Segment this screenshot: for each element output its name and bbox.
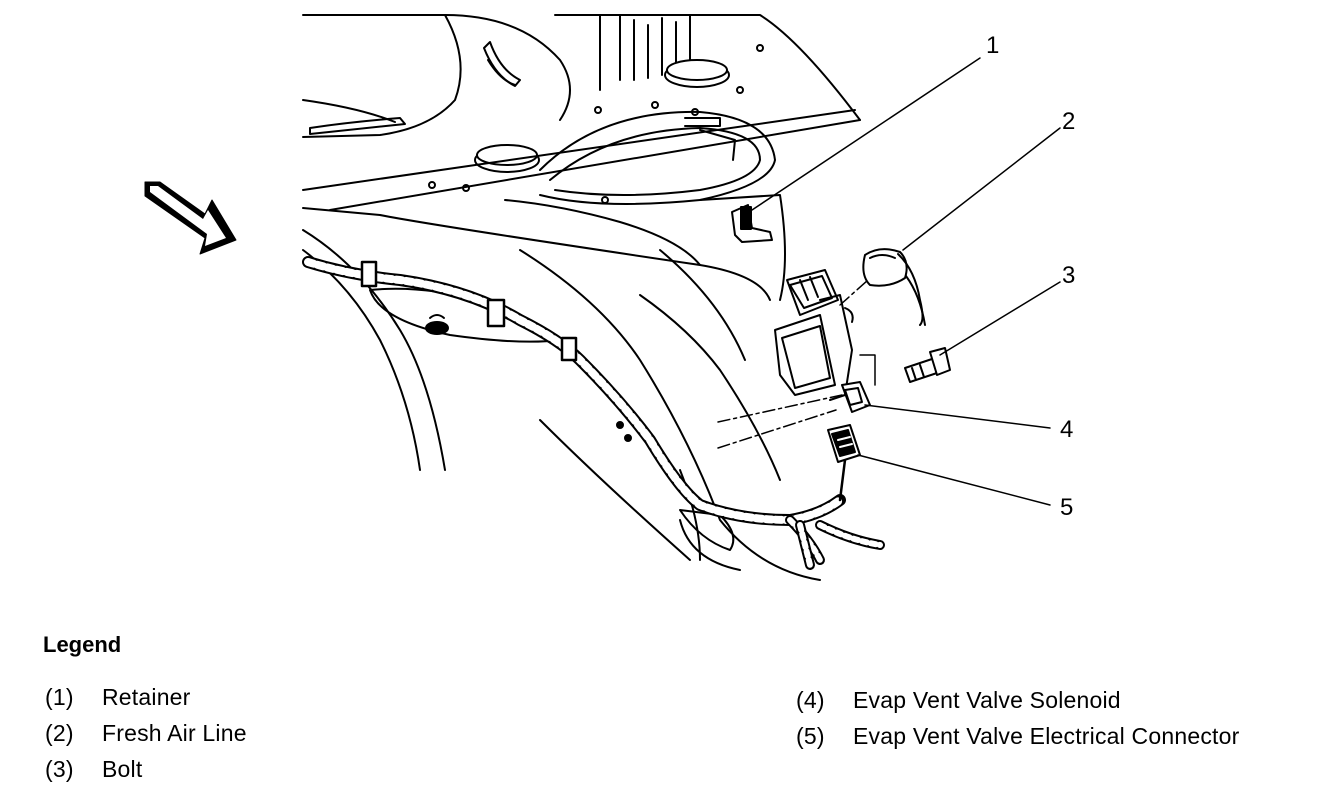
bolt-part [904,347,951,383]
callout-leaders [751,57,1061,506]
callout-5: 5 [1060,494,1074,521]
legend-column-right: (4) Evap Vent Valve Solenoid (5) Evap Ve… [796,682,1239,754]
legend-item-number: (5) [796,722,825,749]
legend-item-number: (2) [45,719,74,746]
callout-2: 2 [1062,108,1076,135]
callout-4: 4 [1060,416,1074,443]
legend-item: (5) Evap Vent Valve Electrical Connector [796,718,1239,754]
legend-item-label: Retainer [102,683,191,710]
vent-valve-solenoid-part [774,269,871,413]
legend-item: (2) Fresh Air Line [45,715,247,751]
legend-title: Legend [43,632,122,657]
legend-item-label: Evap Vent Valve Electrical Connector [853,722,1240,749]
legend-item: (1) Retainer [45,679,247,715]
assembly-guide-lines [717,279,876,449]
legend-item-label: Fresh Air Line [102,719,247,746]
legend-item: (4) Evap Vent Valve Solenoid [796,682,1239,718]
evap-vent-valve-illustration [144,14,1061,581]
legend-item-number: (3) [45,755,74,782]
legend-item: (3) Bolt [45,751,247,787]
fresh-air-line-part [862,248,926,326]
direction-arrow-icon [144,181,237,255]
callout-3: 3 [1062,262,1076,289]
wiring-harness [302,256,885,570]
legend-column-left: (1) Retainer (2) Fresh Air Line (3) Bolt [45,679,247,787]
legend-item-label: Bolt [102,755,143,782]
legend-item-number: (4) [796,686,825,713]
legend-item-number: (1) [45,683,74,710]
legend-item-label: Evap Vent Valve Solenoid [853,686,1121,713]
body-panel-upper [302,14,861,301]
retainer-part [731,204,773,243]
callout-1: 1 [986,32,1000,59]
electrical-connector-part [827,424,861,463]
